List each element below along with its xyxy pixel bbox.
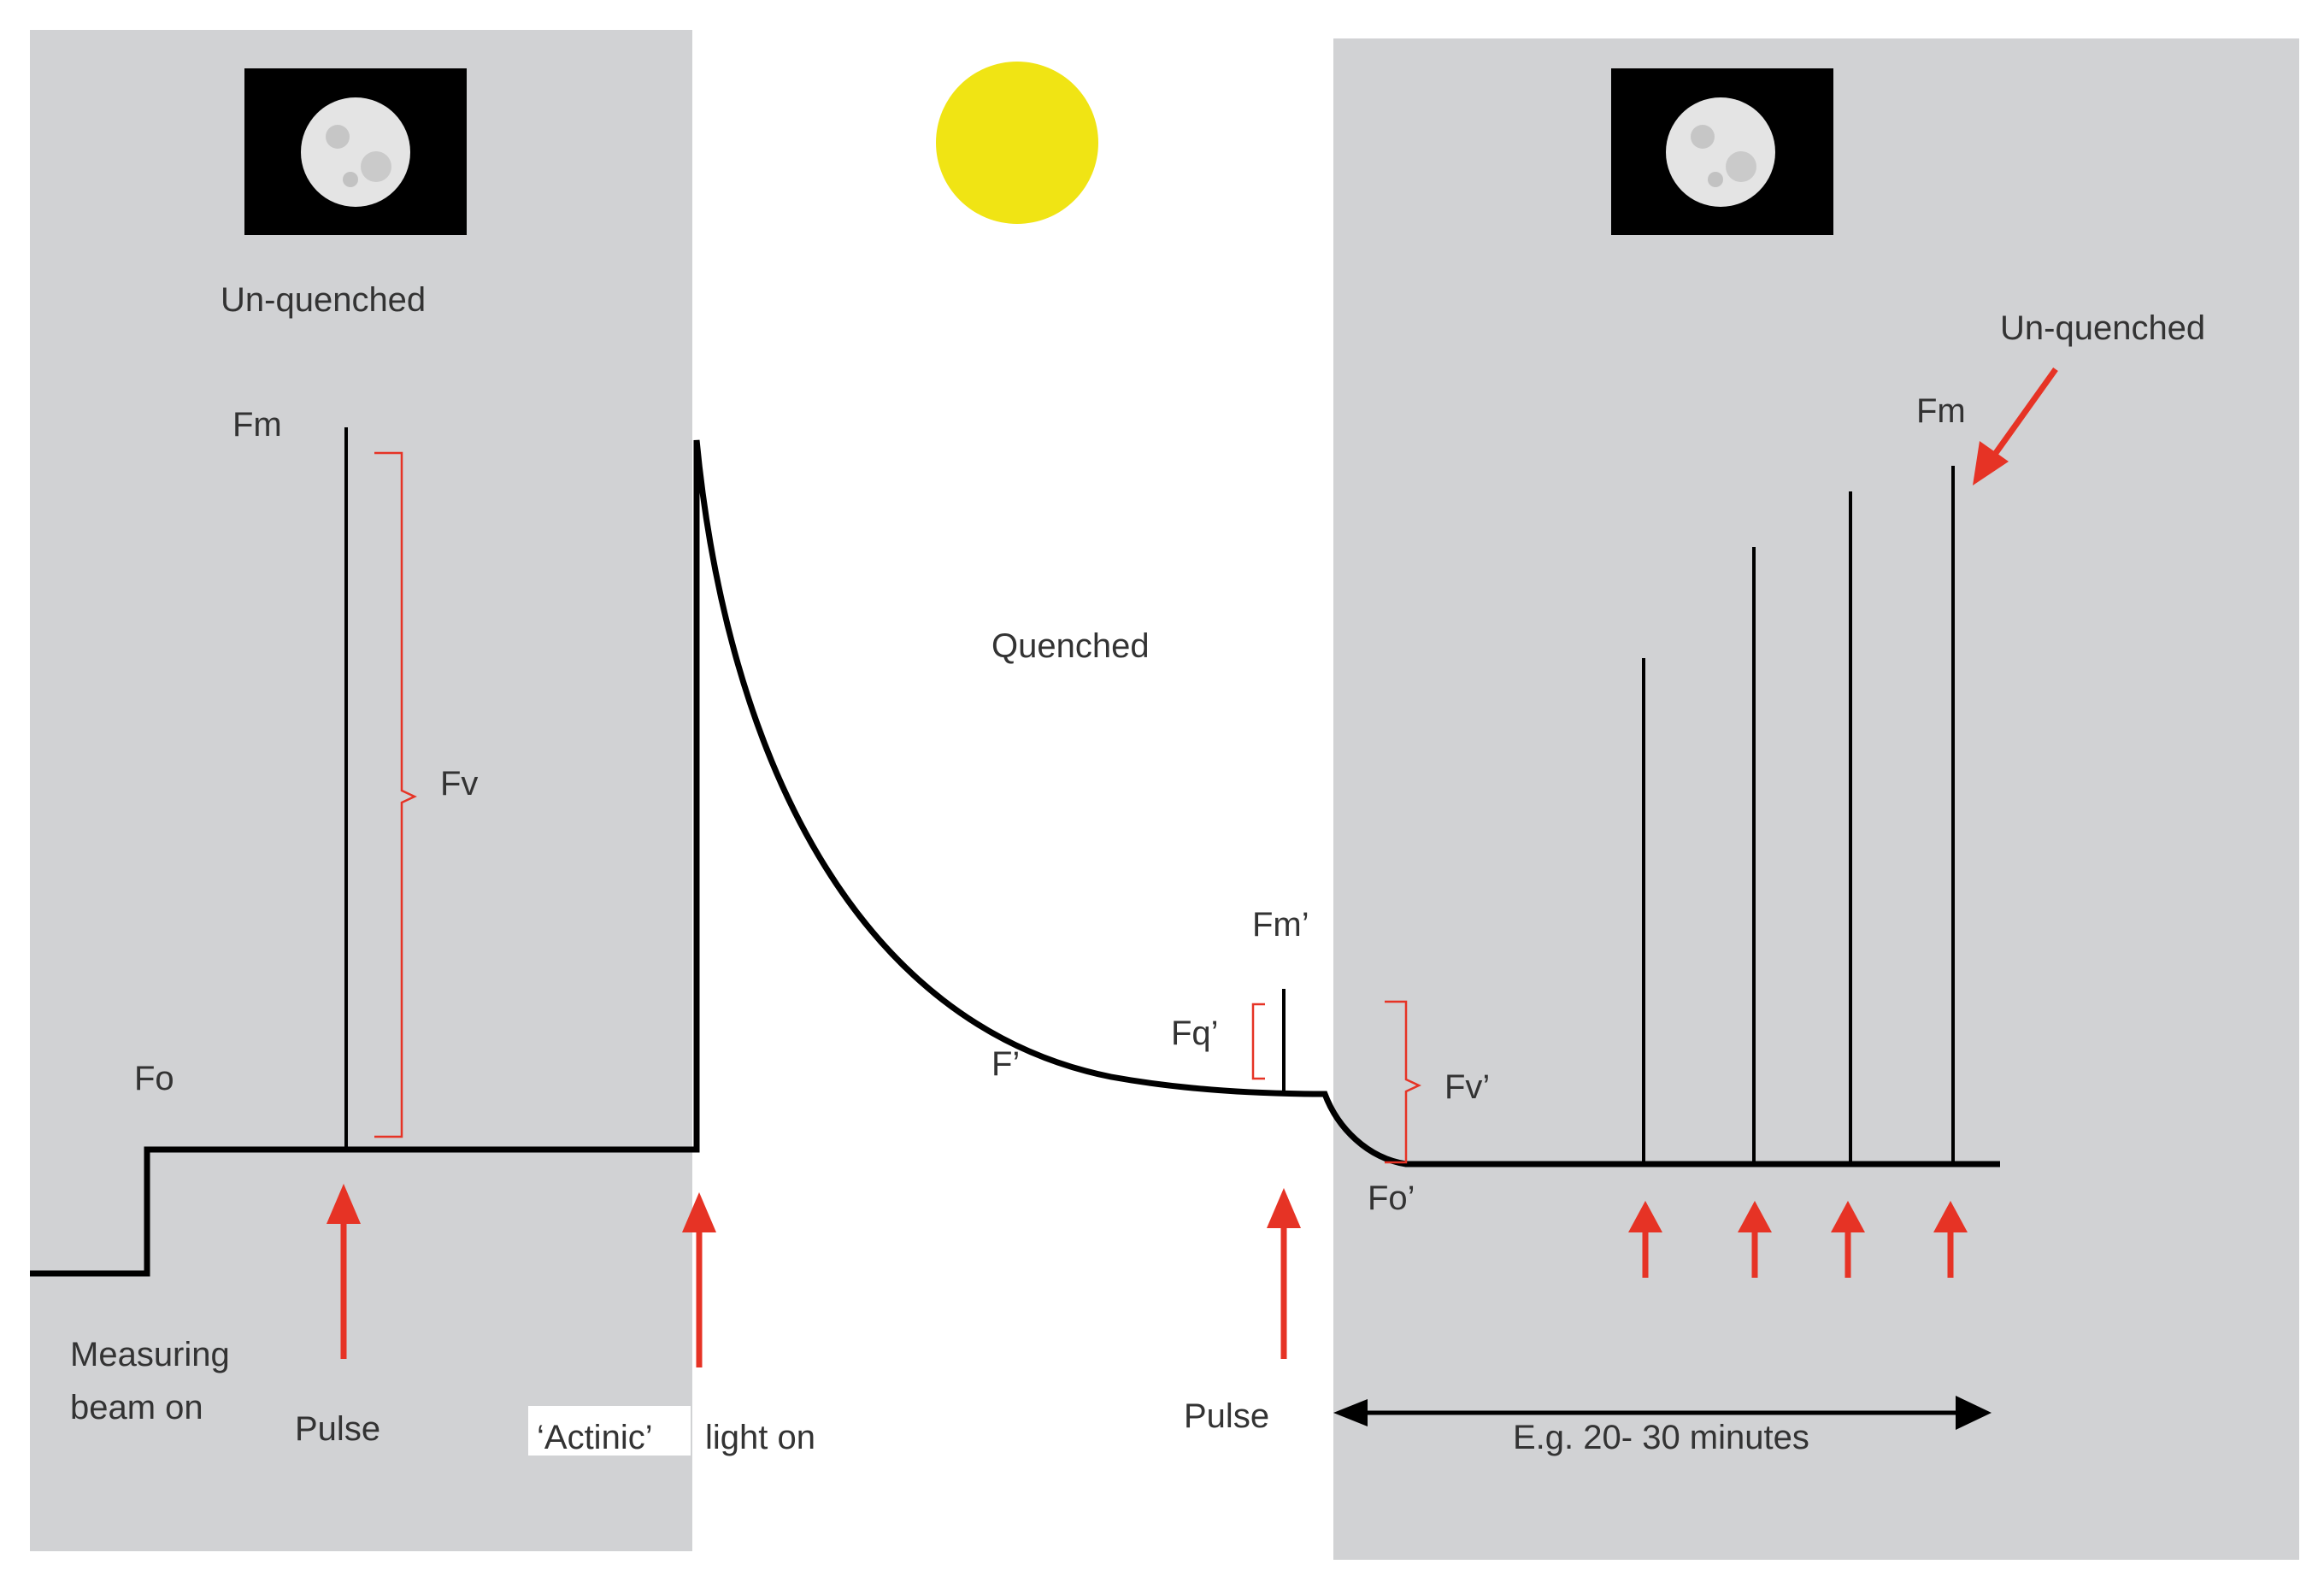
pulse-label: Pulse: [295, 1410, 380, 1448]
recovery-pulse-arrow: [1628, 1201, 1662, 1278]
pulse-label-mid: Pulse: [1184, 1397, 1269, 1435]
fv-label: Fv: [440, 765, 478, 803]
fluorescence-trace: [30, 439, 2000, 1277]
fv-prime-brace: [1385, 1000, 1421, 1164]
fv-prime-label: Fv’: [1444, 1068, 1490, 1106]
fm-prime-label: Fm’: [1252, 906, 1309, 944]
pulse-arrow: [1267, 1188, 1301, 1359]
actinic-label: ‘Actinic’: [537, 1419, 653, 1456]
unquenched-label-right: Un-quenched: [2000, 309, 2205, 347]
fq-prime-label: Fq’: [1171, 1014, 1219, 1052]
measuring-beam-label-line2: beam on: [70, 1389, 203, 1426]
fo-label: Fo: [134, 1060, 174, 1097]
recovery-pulse-arrow: [1933, 1201, 1968, 1278]
fq-prime-brace: [1251, 1003, 1265, 1080]
duration-label: E.g. 20- 30 minutes: [1513, 1419, 1809, 1456]
light-on-label: light on: [705, 1419, 815, 1456]
duration-arrow: [1333, 1396, 1992, 1430]
quenched-label: Quenched: [991, 627, 1150, 665]
actinic-arrow: [682, 1192, 716, 1367]
actinic-label-box: [528, 1406, 691, 1456]
fo-prime-label: Fo’: [1368, 1179, 1415, 1217]
dark-phase-panel-left: [30, 30, 692, 1551]
fv-brace: [374, 451, 417, 1138]
unquenched-label-left: Un-quenched: [221, 281, 426, 319]
recovery-pulse-arrow: [1831, 1201, 1865, 1278]
f-prime-label: F’: [991, 1045, 1020, 1083]
recovery-pulse-arrow: [1738, 1201, 1772, 1278]
sun-icon: [936, 62, 1098, 224]
dark-phase-panel-right: [1333, 38, 2299, 1560]
moon-icon: [244, 68, 467, 235]
pulse-arrow: [327, 1184, 361, 1359]
measuring-beam-label-line1: Measuring: [70, 1336, 230, 1373]
fm-label-right: Fm: [1916, 392, 1966, 430]
moon-icon: [1611, 68, 1833, 235]
fm-label: Fm: [232, 406, 282, 444]
fm-pointer-arrow: [1973, 367, 2058, 485]
